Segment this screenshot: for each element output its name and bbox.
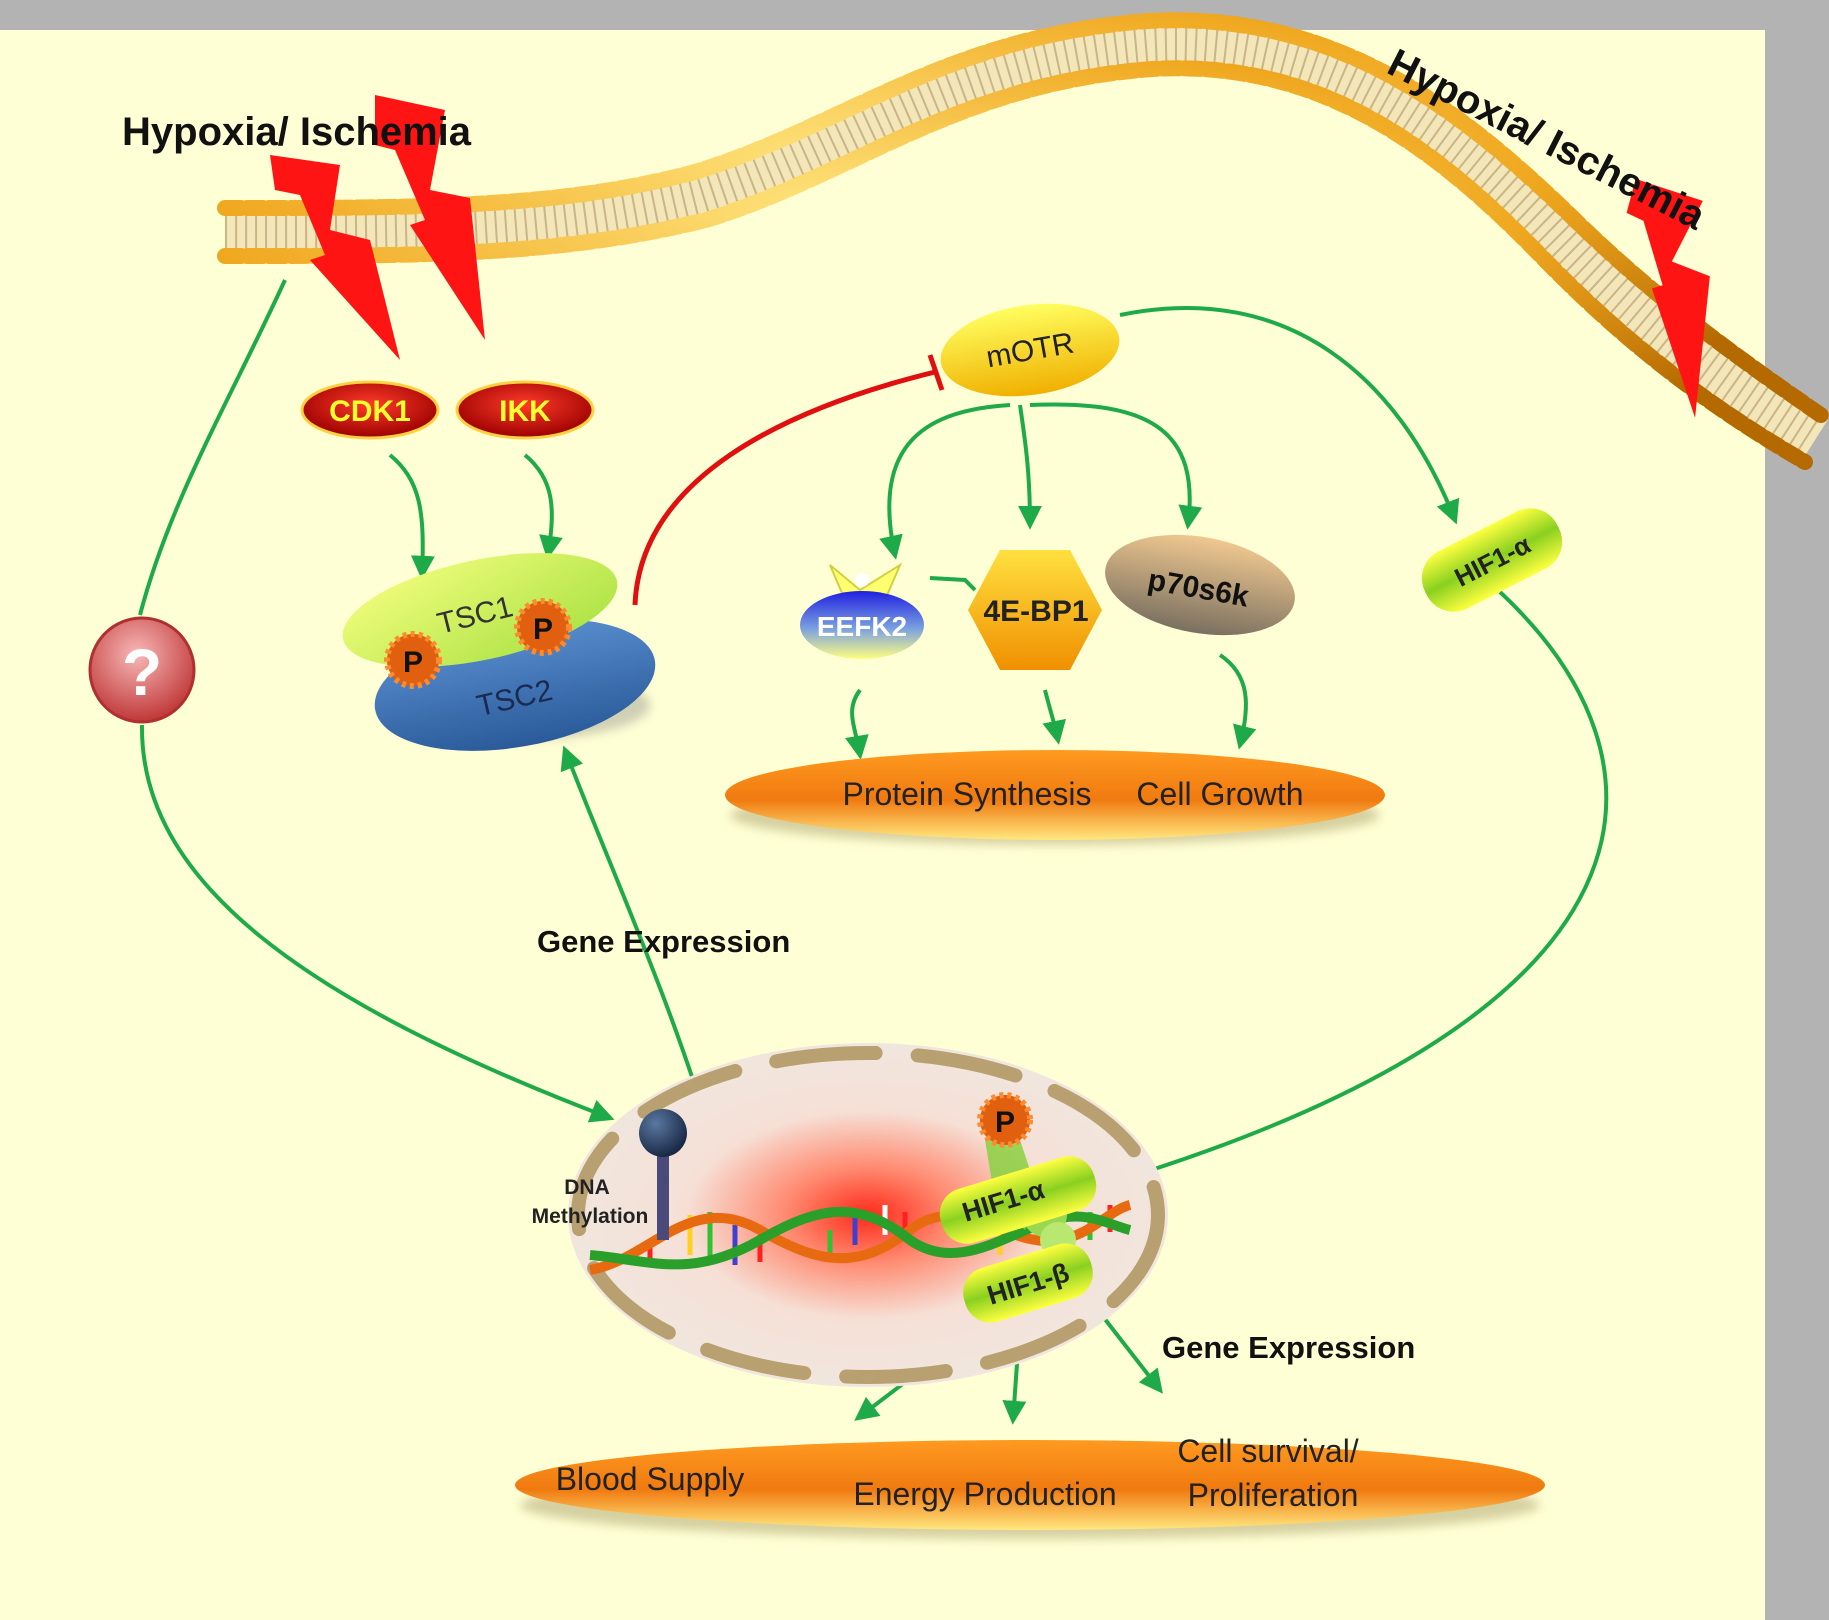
hypoxia-label-left: Hypoxia/ Ischemia [122,110,472,154]
tsc-inhibits-motr-line [632,369,936,606]
hif-complex-nucleus: P HIF1-α HIF1-β [939,1092,1097,1323]
hif1a-cytoplasm-node: HIF1-α [1421,508,1563,612]
hif1a-nucleus-shape [939,1156,1097,1244]
dna-methylation-label-line1: DNA [564,1176,610,1199]
cdk1-to-tsc-arrow [388,453,435,580]
eefk2-4ebp1-link [929,576,977,592]
protein-synthesis-label: Protein Synthesis [842,776,1091,812]
svg-text:P: P [995,1106,1015,1139]
nucleus: DNA Methylation P HIF1-α HIF1-β [532,1043,1168,1387]
ikk-node: IKK [455,380,595,440]
p70s6k-node: p70s6k [1105,534,1295,636]
question-to-dna-arrow [139,724,615,1123]
protein-synthesis-band: Protein Synthesis Cell Growth [725,750,1385,845]
phospho-badge: P [384,631,442,689]
dna-methylation-marker [639,1109,687,1240]
outcome-band: Blood Supply Energy Production Cell surv… [515,1433,1545,1539]
gene-expression-label-upper: Gene Expression [537,924,790,959]
gene-expression-label-lower: Gene Expression [1162,1330,1415,1365]
eefk2-node: EEFK2 [800,562,924,659]
motr-to-eefk2-arrow [879,403,1011,560]
cell-survival-label-line2: Proliferation [1188,1477,1359,1513]
membrane-to-question-line [138,279,287,616]
energy-production-label: Energy Production [853,1476,1116,1512]
svg-text:P: P [533,613,553,646]
dna-methylation-label-line2: Methylation [532,1205,649,1228]
motr-node: mOTR [940,303,1120,397]
eefk2-to-protein-arrow [845,688,869,760]
motr-to-p70s6k-arrow [1029,402,1203,530]
blood-supply-label: Blood Supply [556,1461,745,1497]
4ebp1-label: 4E-BP1 [983,595,1088,628]
motr-to-hif1a-arrow [1119,305,1460,525]
eefk2-label: EEFK2 [817,611,907,642]
inhibition-bar [927,354,945,391]
unknown-mechanism-icon: ? [88,616,196,724]
cell-growth-label: Cell Growth [1136,776,1303,812]
4ebp1-node: 4E-BP1 [968,550,1102,670]
ikk-label: IKK [499,395,551,428]
lightning-bolt-icon [375,95,485,340]
question-mark-label: ? [122,635,162,709]
4ebp1-to-protein-arrow [1042,689,1066,745]
lightning-bolt-icon [270,155,400,360]
phospho-badge: P [977,1092,1033,1148]
phospho-badge: P [514,598,572,656]
p70s6k-to-growth-arrow [1218,653,1257,750]
motr-to-4ebp1-arrow [1017,404,1042,530]
lightning-bolt-icon [1626,178,1710,418]
svg-text:P: P [403,646,423,679]
hif1a-to-nucleus-arrow [1105,590,1609,1189]
cell-survival-label-line1: Cell survival/ [1177,1433,1358,1469]
ikk-to-tsc-arrow [523,453,563,560]
cdk1-label: CDK1 [329,395,411,428]
tsc-complex: TSC2 TSC1 P P [342,553,656,751]
cdk1-node: CDK1 [300,380,440,440]
cell-membrane [217,12,1829,470]
hif1b-nucleus-shape [963,1243,1093,1323]
